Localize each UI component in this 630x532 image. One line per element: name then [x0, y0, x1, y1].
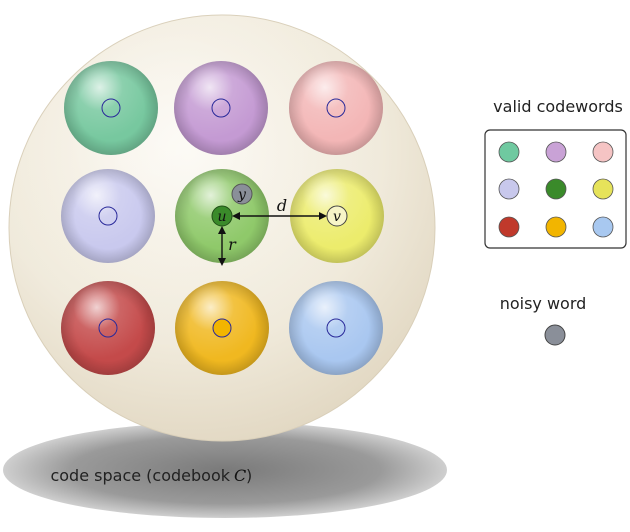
codeword-sphere: [61, 281, 155, 375]
legend-noisy-word-dot: [544, 324, 566, 346]
legend-codeword-dot: [592, 141, 614, 163]
codeword-center: [212, 318, 232, 338]
sphere-gloss: [64, 61, 158, 155]
v-label: v: [333, 209, 341, 225]
codeword-center: [326, 318, 346, 338]
codeword-spheres: [61, 61, 384, 375]
u-label: u: [217, 209, 226, 225]
codeword-sphere: [64, 61, 158, 155]
legend-codeword-dot: [545, 141, 567, 163]
legend-codeword-dot: [592, 216, 614, 238]
noisy-word-title: noisy word: [500, 294, 587, 313]
legend-codeword-dot: [545, 178, 567, 200]
legend-codeword-dot: [498, 141, 520, 163]
codeword-center: [98, 206, 118, 226]
sphere-gloss: [174, 61, 268, 155]
caption-close-paren: ): [246, 466, 252, 485]
r-label: r: [228, 235, 237, 254]
legend-codeword-dot: [592, 178, 614, 200]
sphere-gloss: [289, 281, 383, 375]
legend-codeword-dot: [545, 216, 567, 238]
codeword-sphere: [175, 281, 269, 375]
y-label: y: [237, 187, 247, 203]
code-space-shadow: [3, 422, 447, 518]
codeword-sphere: [289, 61, 383, 155]
d-label: d: [277, 196, 287, 215]
sphere-gloss: [289, 61, 383, 155]
codeword-center: [101, 98, 121, 118]
legend-codeword-dot: [498, 178, 520, 200]
sphere-gloss: [61, 169, 155, 263]
codeword-sphere: [61, 169, 155, 263]
noisy-word-y-dot: [231, 183, 253, 205]
codeword-v-dot: [326, 205, 348, 227]
valid-codewords-title: valid codewords: [493, 97, 623, 116]
legend-codeword-dots: [498, 141, 614, 238]
codeword-sphere: [174, 61, 268, 155]
codeword-center: [211, 98, 231, 118]
sphere-gloss: [61, 281, 155, 375]
codebook-symbol: C: [234, 466, 246, 485]
code-space-caption: code space (codebook: [50, 466, 230, 485]
codeword-sphere: [289, 281, 383, 375]
codeword-center: [98, 318, 118, 338]
codeword-center: [326, 98, 346, 118]
legend-codeword-dot: [498, 216, 520, 238]
